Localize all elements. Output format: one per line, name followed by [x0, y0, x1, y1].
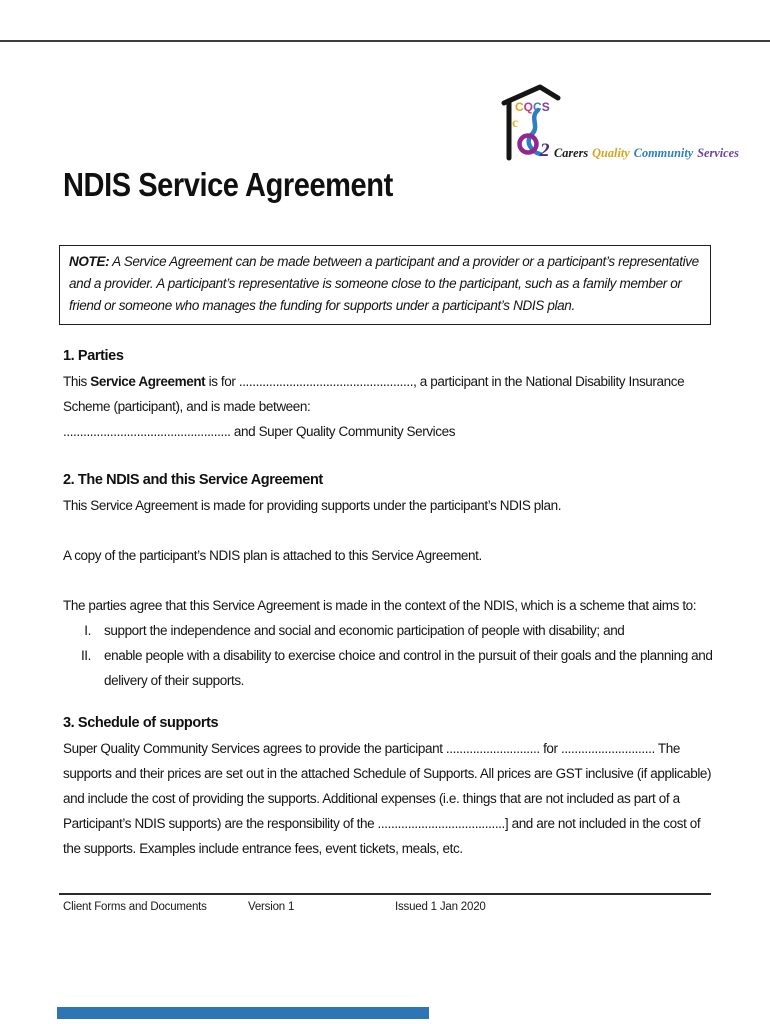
footer-document-name: Client Forms and Documents: [63, 901, 207, 913]
ndis-paragraph-3: The parties agree that this Service Agre…: [63, 598, 697, 613]
footer-issue-date: Issued 1 Jan 2020: [395, 901, 486, 913]
list-item-number: II.: [80, 648, 91, 663]
roof-icon: [501, 84, 561, 106]
section-heading-parties: 1. Parties: [63, 348, 124, 364]
section-heading-schedule: 3. Schedule of supports: [63, 715, 219, 731]
list-item: I. support the independence and social a…: [63, 618, 715, 643]
logo-figure-two: 2: [539, 140, 550, 161]
schedule-paragraph-1: Super Quality Community Services agrees …: [63, 741, 712, 856]
parties-p1-post: is for .................................…: [63, 374, 685, 414]
footer-version: Version 1: [248, 901, 295, 913]
list-item-number: I.: [84, 623, 91, 638]
ndis-paragraph-2: A copy of the participant’s NDIS plan is…: [63, 548, 482, 563]
parties-p1-bold: Service Agreement: [90, 374, 206, 389]
note-label: NOTE:: [69, 254, 110, 269]
footer-rule: [59, 893, 711, 895]
ndis-paragraph-1: This Service Agreement is made for provi…: [63, 498, 562, 513]
logo-house-icon: CQCS c 2: [501, 84, 561, 161]
company-logo: CQCS c 2 Carers Quality Community Servic…: [498, 84, 739, 164]
logo-monogram: CQCS: [515, 100, 550, 114]
note-box: NOTE: A Service Agreement can be made be…: [59, 245, 711, 325]
logo-tagline: Carers Quality Community Services: [554, 146, 739, 161]
section-heading-ndis: 2. The NDIS and this Service Agreement: [63, 472, 323, 488]
parties-paragraph-1: This Service Agreement is for ..........…: [63, 369, 715, 419]
list-item: II. enable people with a disability to e…: [63, 643, 715, 693]
list-item-text: support the independence and social and …: [104, 623, 625, 638]
tagline-word-carers: Carers: [554, 146, 589, 160]
ndis-aims-list: I. support the independence and social a…: [63, 618, 715, 693]
page-top-rule: [0, 40, 770, 42]
logo-gold-c: c: [512, 116, 518, 131]
purple-ring-icon: [517, 133, 539, 155]
footer: Client Forms and Documents Version 1 Iss…: [0, 899, 770, 919]
tagline-word-community: Community: [633, 146, 694, 160]
parties-paragraph-2: ........................................…: [63, 424, 456, 439]
page-title: NDIS Service Agreement: [63, 166, 393, 203]
bottom-accent-bar: [57, 1007, 429, 1019]
note-body: A Service Agreement can be made between …: [69, 254, 699, 313]
parties-p1-pre: This: [63, 374, 91, 389]
document-body: 1. Parties This Service Agreement is for…: [63, 344, 715, 861]
list-item-text: enable people with a disability to exerc…: [104, 648, 713, 688]
tagline-word-services: Services: [697, 146, 739, 160]
tagline-word-quality: Quality: [592, 146, 630, 160]
